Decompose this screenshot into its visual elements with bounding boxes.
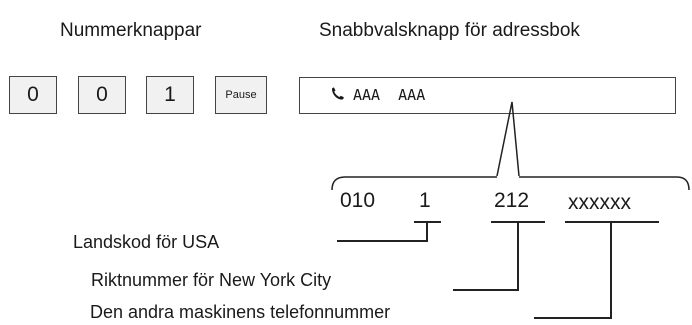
prefix-digits: 010 [340, 189, 376, 212]
country-code-digits: 1 [419, 189, 431, 212]
speed-dial-heading: Snabbvalsknapp för adressbok [319, 20, 580, 41]
phone-icon [330, 86, 346, 106]
area-code-label: Riktnummer för New York City [91, 270, 332, 290]
key-1[interactable]: 1 [146, 76, 194, 114]
subscriber-label: Den andra maskinens telefonnummer [90, 302, 391, 322]
speed-dial-entry-text: AAA AAA [353, 86, 426, 104]
area-code-digits: 212 [494, 189, 530, 212]
number-keys-heading: Nummerknappar [60, 20, 202, 41]
pause-key[interactable]: Pause [215, 76, 267, 114]
country-code-label: Landskod för USA [73, 232, 220, 252]
key-0-second[interactable]: 0 [78, 76, 126, 114]
key-0-first[interactable]: 0 [9, 76, 57, 114]
subscriber-digits: xxxxxx [568, 191, 631, 214]
speed-dial-key[interactable] [299, 77, 676, 114]
